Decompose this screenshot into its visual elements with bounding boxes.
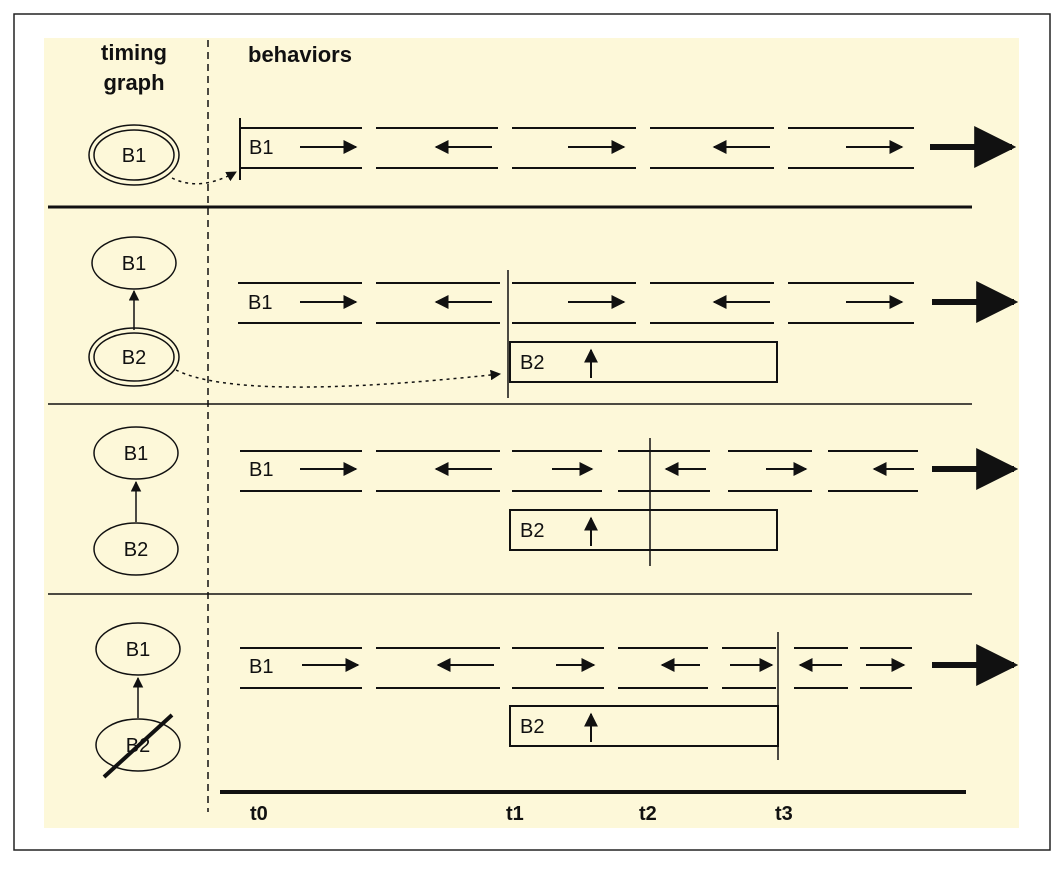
graph-node-b1-outer <box>88 124 180 186</box>
panel-background <box>44 38 1019 828</box>
graph-node-b1-label: B1 <box>122 145 146 167</box>
time-label-t1: t1 <box>506 803 524 825</box>
b1-track-segments <box>240 450 918 492</box>
b2-box-label: B2 <box>520 352 544 374</box>
graph-node-b2-struck <box>95 718 181 772</box>
graph-node-b1 <box>91 236 177 290</box>
b2-box-label: B2 <box>520 716 544 738</box>
b1-track-segments <box>240 127 914 169</box>
graph-node-b1-label: B1 <box>124 443 148 465</box>
header-timing-graph-line2: graph <box>103 70 164 95</box>
graph-node-b1 <box>93 426 179 480</box>
b1-track-label: B1 <box>249 137 273 159</box>
graph-node-b1-label: B1 <box>126 639 150 661</box>
row-1: B1 B1 <box>88 118 1017 186</box>
b1-track-label: B1 <box>249 459 273 481</box>
graph-node-b1 <box>93 129 175 181</box>
row-3: B1 B2 B1 B2 <box>93 426 1019 576</box>
graph-node-b2 <box>93 332 175 382</box>
row-2: B1 B2 B1 B2 <box>88 236 1019 398</box>
b1-track-segments <box>240 647 912 689</box>
graph-node-b1-label: B1 <box>122 253 146 275</box>
b2-box <box>509 509 778 551</box>
time-label-t0: t0 <box>250 803 268 825</box>
strike-through-line <box>102 713 174 779</box>
graph-node-b2-outer <box>88 327 180 387</box>
graph-node-b1 <box>95 622 181 676</box>
time-label-t2: t2 <box>639 803 657 825</box>
graph-node-b2-label: B2 <box>124 539 148 561</box>
b1-track-label: B1 <box>249 656 273 678</box>
b2-box <box>509 705 779 747</box>
header-behaviors: behaviors <box>248 42 352 67</box>
activation-link <box>175 369 502 388</box>
graph-node-b2-label: B2 <box>122 347 146 369</box>
b1-track-segments <box>238 282 914 324</box>
b2-box <box>509 341 778 383</box>
time-label-t3: t3 <box>775 803 793 825</box>
row-4: B1 B2 B1 <box>95 622 1019 779</box>
b1-track-label: B1 <box>248 292 272 314</box>
graph-node-b2 <box>93 522 179 576</box>
activation-link <box>171 171 237 185</box>
header-timing-graph-line1: timing <box>101 40 167 65</box>
b2-box-label: B2 <box>520 520 544 542</box>
